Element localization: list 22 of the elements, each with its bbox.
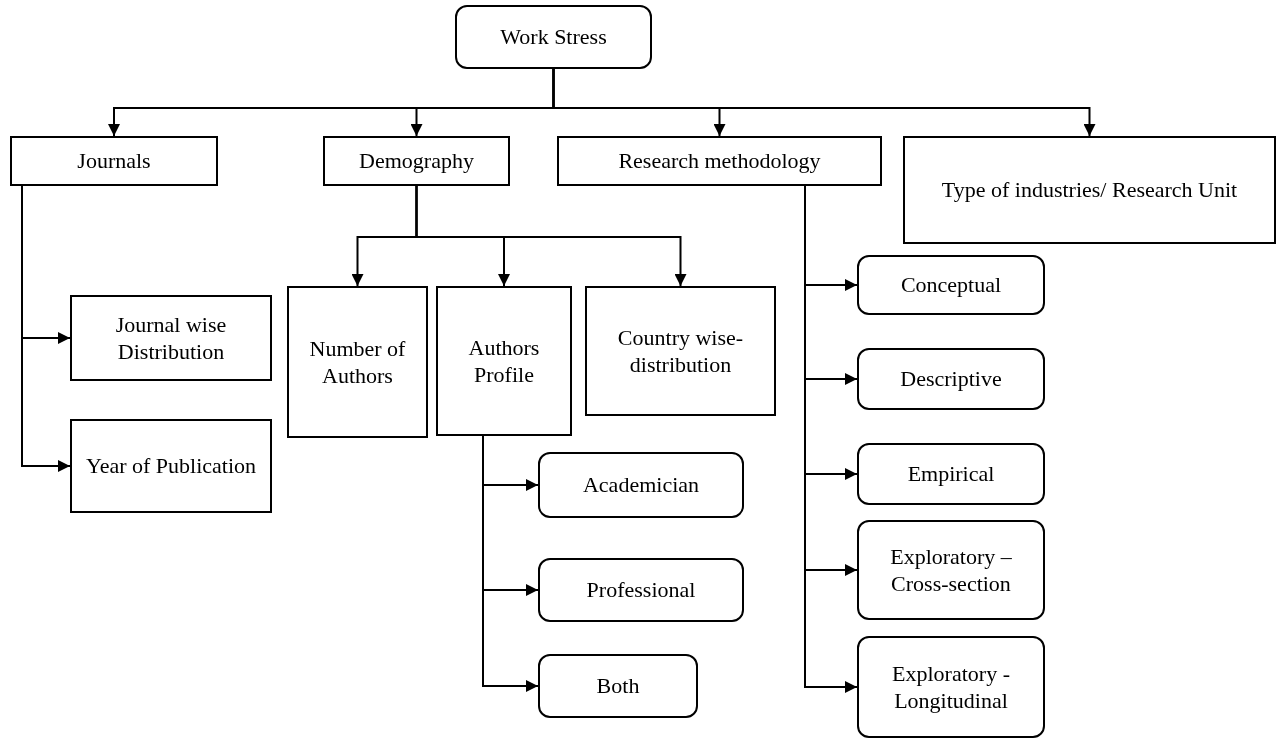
category-box: Journal wise Distribution <box>70 295 272 381</box>
rounded-box: Empirical <box>857 443 1045 505</box>
category-box: Year of Publication <box>70 419 272 513</box>
category-box: Demography <box>323 136 510 186</box>
rounded-box: Academician <box>538 452 744 518</box>
rounded-box: Descriptive <box>857 348 1045 410</box>
arrow <box>552 68 1096 137</box>
category-box: Journals <box>10 136 218 186</box>
rounded-box: Conceptual <box>857 255 1045 315</box>
arrow <box>415 185 687 287</box>
category-box: Number of Authors <box>287 286 428 438</box>
rounded-box: Work Stress <box>455 5 652 69</box>
rounded-box: Exploratory - Longitudinal <box>857 636 1045 738</box>
rounded-box: Exploratory – Cross-section <box>857 520 1045 620</box>
rounded-box: Both <box>538 654 698 718</box>
category-box: Country wise-distribution <box>585 286 776 416</box>
category-box: Type of industries/ Research Unit <box>903 136 1276 244</box>
category-box: Research methodology <box>557 136 882 186</box>
arrow <box>21 185 71 472</box>
category-box: Authors Profile <box>436 286 572 436</box>
rounded-box: Professional <box>538 558 744 622</box>
arrow <box>482 435 539 692</box>
